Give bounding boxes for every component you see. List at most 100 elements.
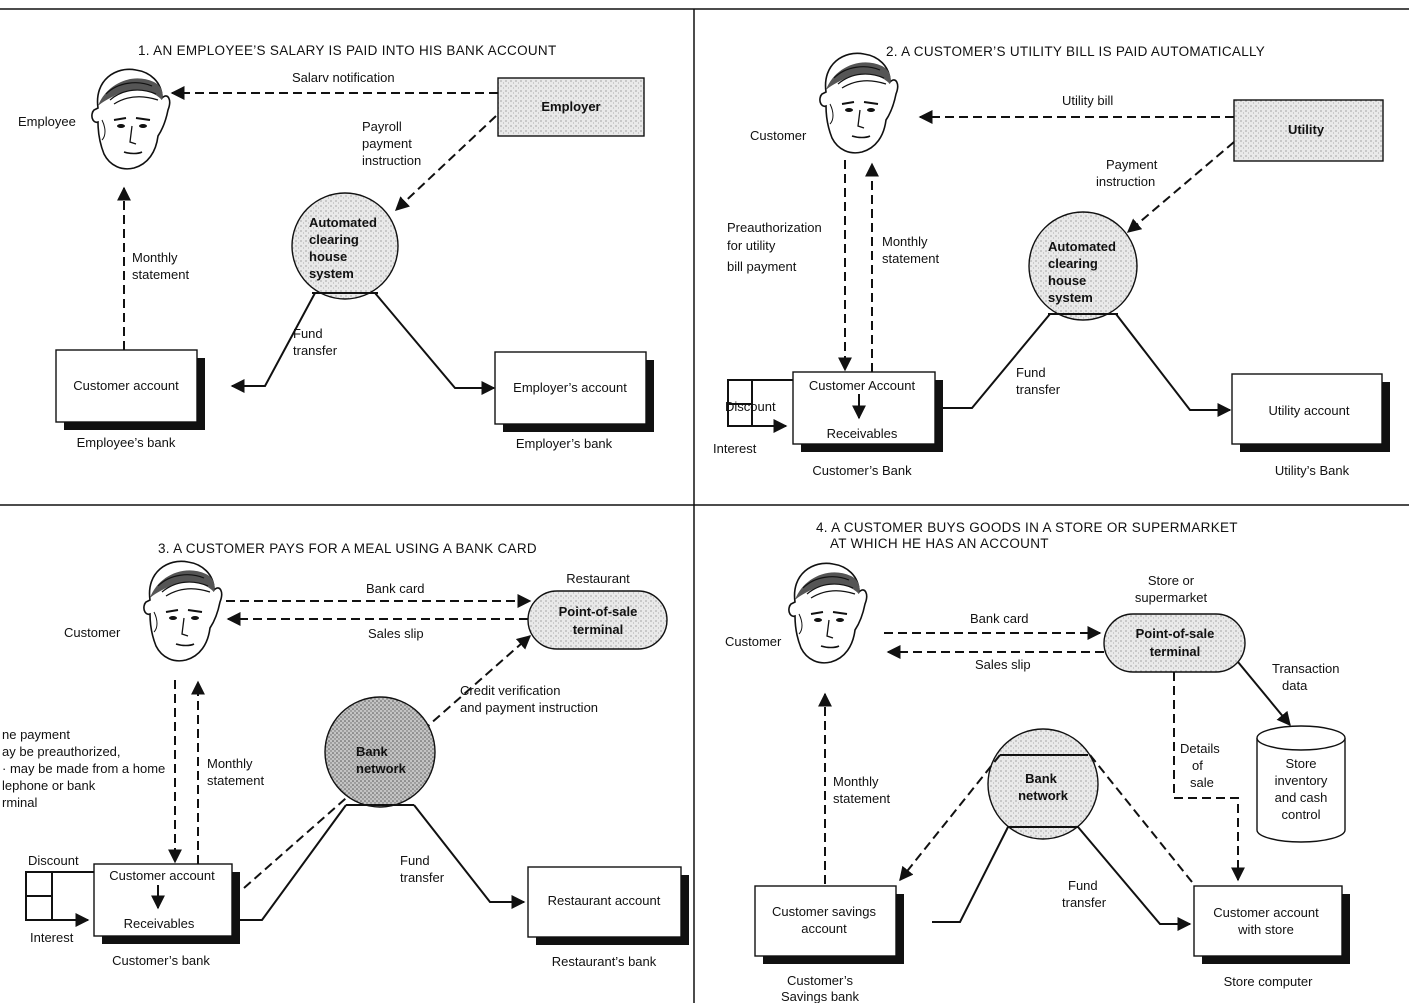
ach-line-2: clearing	[309, 232, 359, 247]
fund-line-1: Fund	[400, 853, 430, 868]
bank-card-label: Bank card	[970, 611, 1029, 626]
credit-line-2: and payment instruction	[460, 700, 598, 715]
side-note-line-2: ay be preauthorized,	[2, 744, 121, 759]
pos-line-2: terminal	[1150, 644, 1201, 659]
payment-instruction-arrow	[1126, 141, 1235, 233]
customers-bank-label: Customer’s Bank	[812, 463, 912, 478]
utility-bill-label: Utility bill	[1062, 93, 1113, 108]
payroll-line-2: payment	[362, 136, 412, 151]
bank-network-line-2: network	[1018, 788, 1069, 803]
savings-bank-line-1: Customer’s	[787, 973, 853, 988]
panel-4: 4. A CUSTOMER BUYS GOODS IN A STORE OR S…	[725, 520, 1350, 1003]
customer-account-label: Customer account	[73, 378, 179, 393]
discount-label: Discount	[725, 399, 776, 414]
ach-circle	[1028, 211, 1138, 321]
fund-line-2: transfer	[400, 870, 445, 885]
payroll-line-3: instruction	[362, 153, 421, 168]
pos-terminal	[527, 590, 668, 650]
customer-account-label: Customer Account	[809, 378, 916, 393]
utility-account-label: Utility account	[1269, 403, 1350, 418]
employers-account-label: Employer’s account	[513, 380, 627, 395]
customer-face-icon	[818, 52, 899, 154]
monthly-line-1: Monthly	[132, 250, 178, 265]
pos-line-1: Point-of-sale	[1136, 626, 1215, 641]
employee-face-icon	[90, 68, 171, 170]
preauth-line-3: bill payment	[727, 259, 797, 274]
customer-label: Customer	[750, 128, 807, 143]
fund-line-2: transfer	[1016, 382, 1061, 397]
details-line-1: Details	[1180, 741, 1220, 756]
customer-label: Customer	[725, 634, 782, 649]
employers-account-box	[494, 351, 647, 425]
customer-label: Customer	[64, 625, 121, 640]
fund-left-line	[938, 313, 1051, 409]
restaurant-account-box	[527, 866, 682, 938]
customers-bank-label: Customer’s bank	[112, 953, 210, 968]
monthly-line-2: statement	[132, 267, 189, 282]
transaction-line-1: Transaction	[1272, 661, 1339, 676]
preauth-line-1: Preauthorization	[727, 220, 822, 235]
inventory-line-3: and cash	[1275, 790, 1328, 805]
fund-right-arrow	[413, 804, 526, 909]
utility-box	[1233, 99, 1384, 162]
payroll-line-1: Payroll	[362, 119, 402, 134]
panel-3: 3. A CUSTOMER PAYS FOR A MEAL USING A BA…	[2, 541, 689, 969]
utility-account-box	[1231, 373, 1383, 445]
store-account-line-2: with store	[1237, 922, 1294, 937]
inventory-line-2: inventory	[1275, 773, 1328, 788]
bank-network-line-2: network	[356, 761, 407, 776]
fund-left-arrow	[230, 292, 316, 393]
fund-line-2: transfer	[1062, 895, 1107, 910]
bank-network-line-1: Bank	[1025, 771, 1058, 786]
panel-4-title-line-1: 4. A CUSTOMER BUYS GOODS IN A STORE OR S…	[816, 520, 1238, 535]
details-line-3: sale	[1190, 775, 1214, 790]
customer-account-label: Customer account	[109, 868, 215, 883]
store-account-box	[1193, 885, 1343, 957]
employer-label: Employer	[541, 99, 600, 114]
payment-instruction-line-2: instruction	[1096, 174, 1155, 189]
restaurants-bank-label: Restaurant’s bank	[552, 954, 657, 969]
ach-line-4: system	[309, 266, 354, 281]
fund-right-arrow	[374, 292, 496, 395]
interest-label: Interest	[713, 441, 757, 456]
side-note-line-1: ne payment	[2, 727, 70, 742]
monthly-line-1: Monthly	[833, 774, 879, 789]
ach-line-3: house	[1048, 273, 1086, 288]
bank-network-circle	[987, 728, 1099, 840]
discount-label: Discount	[28, 853, 79, 868]
fund-right-arrow	[1077, 826, 1192, 931]
panel-2-title: 2. A CUSTOMER’S UTILITY BILL IS PAID AUT…	[886, 44, 1265, 59]
employees-bank-label: Employee’s bank	[77, 435, 176, 450]
inventory-line-4: control	[1281, 807, 1320, 822]
savings-account-line-2: account	[801, 921, 847, 936]
panel-2: 2. A CUSTOMER’S UTILITY BILL IS PAID AUT…	[713, 44, 1390, 478]
sales-slip-label: Sales slip	[368, 626, 424, 641]
bank-network-line-1: Bank	[356, 744, 389, 759]
employer-box	[497, 77, 645, 137]
receivables-label: Receivables	[124, 916, 195, 931]
payroll-arrow	[394, 115, 497, 211]
utility-label: Utility	[1288, 122, 1325, 137]
details-line-2: of	[1192, 758, 1203, 773]
store-line-1: Store or	[1148, 573, 1195, 588]
store-line-2: supermarket	[1135, 590, 1208, 605]
store-inventory-cylinder	[1256, 738, 1346, 843]
monthly-line-1: Monthly	[207, 756, 253, 771]
preauth-line-2: for utility	[727, 238, 776, 253]
savings-bank-line-2: Savings bank	[781, 989, 860, 1003]
receivables-label: Receivables	[827, 426, 898, 441]
restaurant-account-label: Restaurant account	[548, 893, 661, 908]
ach-line-3: house	[309, 249, 347, 264]
panel-3-title: 3. A CUSTOMER PAYS FOR A MEAL USING A BA…	[158, 541, 537, 556]
store-to-network-line	[1089, 754, 1193, 883]
fund-line-1: Fund	[293, 326, 323, 341]
customer-face-icon	[787, 562, 868, 664]
customer-face-icon	[142, 560, 223, 662]
salary-notification-label: Salarv notification	[292, 70, 395, 85]
ach-line-2: clearing	[1048, 256, 1098, 271]
sales-slip-label: Sales slip	[975, 657, 1031, 672]
store-computer-label: Store computer	[1224, 974, 1314, 989]
fund-line-1: Fund	[1068, 878, 1098, 893]
panel-4-title-line-2: AT WHICH HE HAS AN ACCOUNT	[830, 536, 1049, 551]
